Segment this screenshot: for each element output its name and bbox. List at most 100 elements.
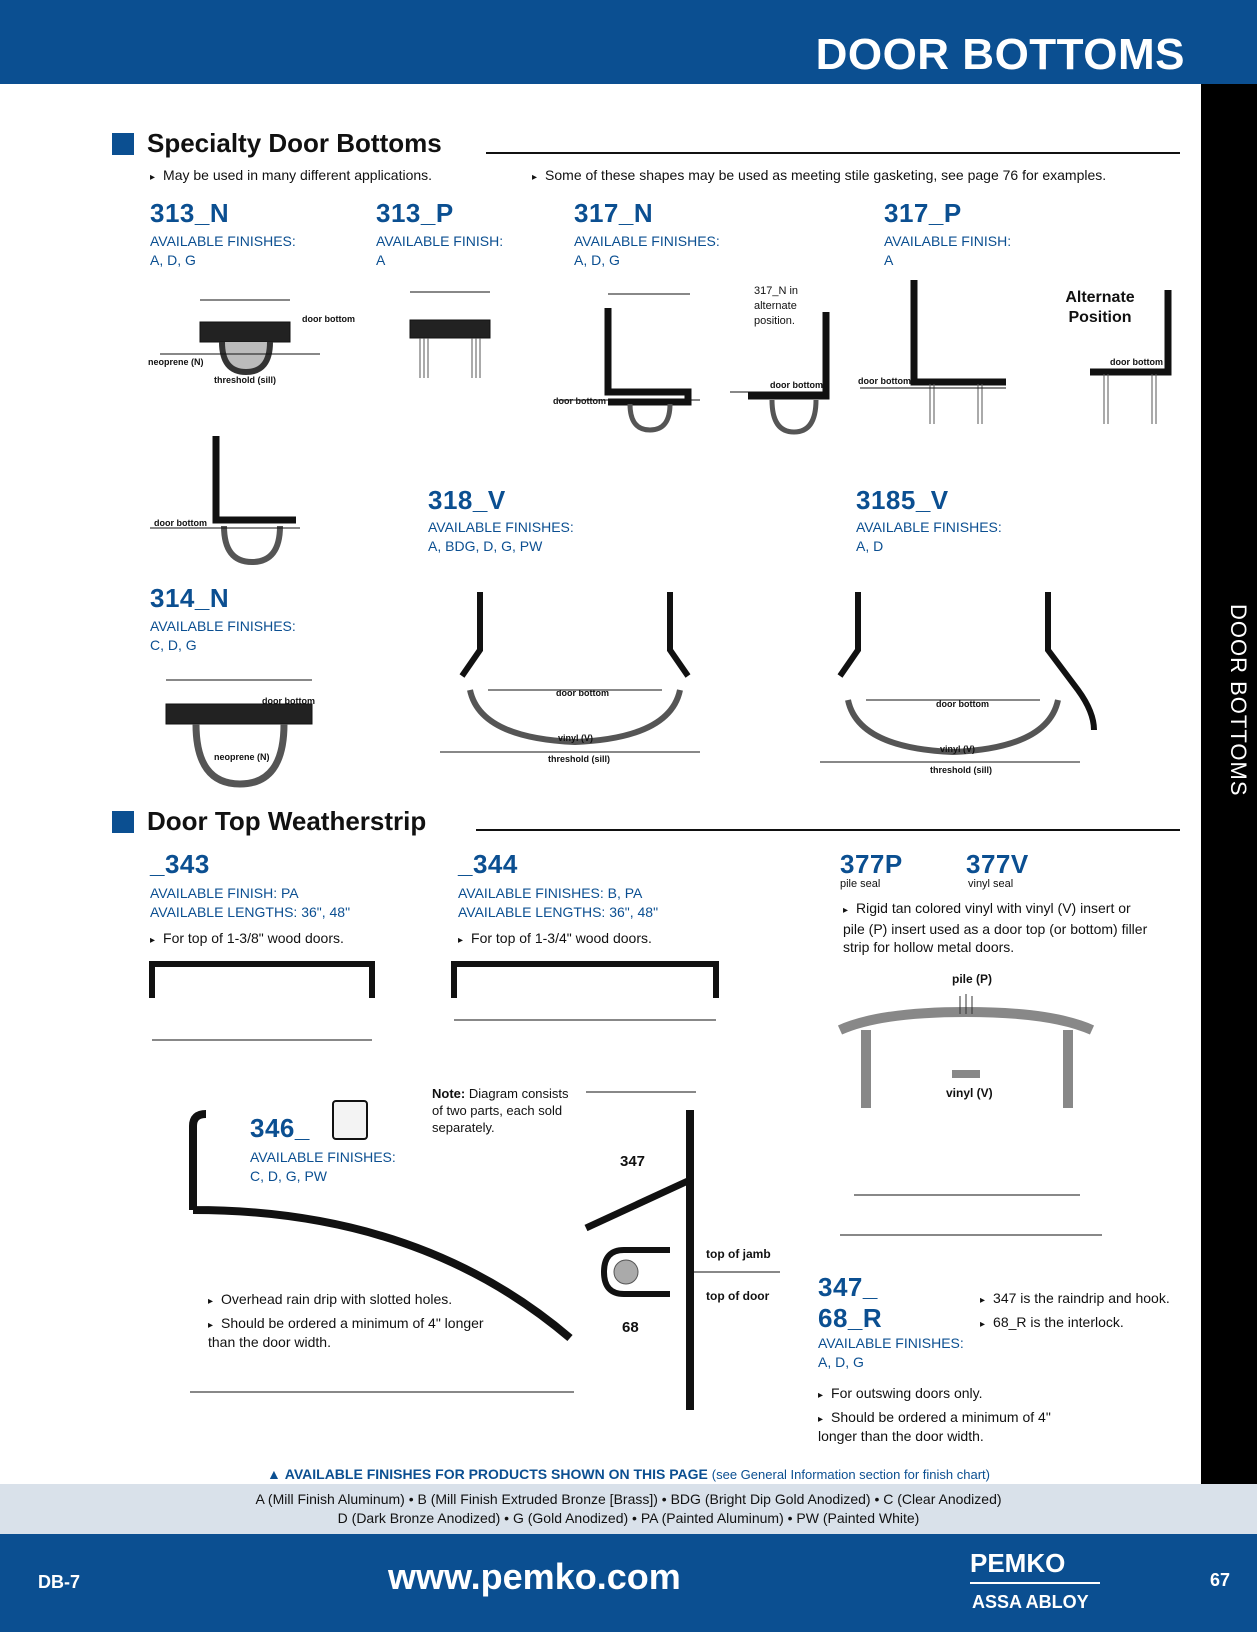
label-threshold: threshold (sill) <box>214 375 276 385</box>
bullet-item: For top of 1-3/8" wood doors. <box>150 930 344 946</box>
product-377v-name: 377V <box>966 849 1029 879</box>
product-377p-sub: pile seal <box>840 878 881 890</box>
header-bar: DOOR BOTTOMS <box>0 0 1257 84</box>
344-profile <box>451 961 719 998</box>
side-tab: DOOR BOTTOMS <box>1201 84 1257 1534</box>
377-profile <box>837 1006 1095 1035</box>
finish-values: A, D, G <box>574 252 620 268</box>
label-door-bottom: door bottom <box>154 518 207 528</box>
lengths-values: AVAILABLE LENGTHS: 36", 48" <box>458 904 659 920</box>
ada-compliant-icon <box>332 1100 368 1140</box>
page-title: DOOR BOTTOMS <box>815 30 1185 79</box>
label-347: 347 <box>620 1153 645 1170</box>
product-377p-name: 377P <box>840 849 903 879</box>
page-number: 67 <box>1210 1570 1231 1590</box>
section-marker <box>112 133 134 155</box>
finish-values: A, BDG, D, G, PW <box>428 538 543 554</box>
finish-values: A <box>884 252 894 268</box>
footer-brand: PEMKO <box>970 1548 1066 1578</box>
finish-values: A <box>376 252 386 268</box>
section-marker <box>112 811 134 833</box>
317n-alt-profile <box>748 312 830 400</box>
label-door-bottom: door bottom <box>553 396 606 406</box>
section-rule <box>476 829 1180 831</box>
bullet-item: Should be ordered a minimum of 4" longer… <box>818 1409 1058 1445</box>
318v-left <box>459 592 483 678</box>
footer-parent: ASSA ABLOY <box>972 1592 1089 1612</box>
finish-values: C, D, G <box>150 637 197 653</box>
314n-profile <box>165 703 313 725</box>
product-343-name: _343 <box>150 849 210 879</box>
label-vinyl: vinyl (V) <box>946 1086 993 1100</box>
alternate-note: 317_N in alternate position. <box>754 285 799 327</box>
label-door-bottom: door bottom <box>262 696 315 706</box>
finish-line-1: A (Mill Finish Aluminum) • B (Mill Finis… <box>255 1491 1002 1507</box>
3185v-left <box>837 592 861 678</box>
343-profile <box>149 961 375 998</box>
bullet-item: Should be ordered a minimum of 4" longer… <box>208 1315 508 1351</box>
finish-bar-note: (see General Information section for fin… <box>711 1467 990 1482</box>
product-317n-name: 317_N <box>574 198 654 228</box>
label-door-bottom: door bottom <box>556 688 609 698</box>
footer-url[interactable]: www.pemko.com <box>388 1556 681 1597</box>
section-rule <box>486 152 1180 154</box>
317n-profile <box>604 308 692 406</box>
label-pile: pile (P) <box>952 972 992 986</box>
label-threshold: threshold (sill) <box>930 765 992 775</box>
diagram-note: Note: Diagram consists of two parts, eac… <box>432 1085 582 1136</box>
product-313n-name: 313_N <box>150 198 230 228</box>
product-377v-sub: vinyl seal <box>968 878 1014 890</box>
finish-bar-title-row: ▲ AVAILABLE FINISHES FOR PRODUCTS SHOWN … <box>267 1466 990 1482</box>
68-interlock <box>613 1259 639 1285</box>
footer-rule <box>970 1582 1100 1584</box>
side-tab-label: DOOR BOTTOMS <box>1226 604 1251 797</box>
bullet-item: Overhead rain drip with slotted holes. <box>208 1291 508 1307</box>
product-347-name: 347_ <box>818 1272 878 1302</box>
product-313p-name: 313_P <box>376 198 454 228</box>
bullet-item: May be used in many different applicatio… <box>150 167 432 183</box>
product-344-name: _344 <box>458 849 518 879</box>
product-314n-name: 314_N <box>150 583 230 613</box>
finish-label: AVAILABLE FINISHES: <box>428 519 574 535</box>
finish-label: AVAILABLE FINISH: <box>884 233 1012 249</box>
finish-values: A, D, G <box>818 1354 864 1370</box>
label-door-bottom: door bottom <box>936 699 989 709</box>
note-label: Note: <box>432 1086 466 1101</box>
label-neoprene: neoprene (N) <box>214 752 270 762</box>
finish-line-2: D (Dark Bronze Anodized) • G (Gold Anodi… <box>337 1510 920 1526</box>
finish-values: C, D, G, PW <box>250 1168 327 1184</box>
finish-label: AVAILABLE FINISHES: <box>818 1335 964 1351</box>
finish-label: AVAILABLE FINISH: <box>376 233 504 249</box>
bullet-item: Some of these shapes may be used as meet… <box>532 167 1106 183</box>
note-text: Diagram consists of two parts, each sold… <box>432 1086 569 1135</box>
finish-values: AVAILABLE FINISHES: B, PA <box>458 885 643 901</box>
label-top-door: top of door <box>706 1289 770 1303</box>
317p-profile <box>910 280 1006 386</box>
finish-values: A, D <box>856 538 884 554</box>
section-title-weatherstrip: Door Top Weatherstrip <box>147 806 427 836</box>
finish-label: AVAILABLE FINISHES: <box>250 1149 396 1165</box>
label-door-bottom: door bottom <box>1110 357 1163 367</box>
346-profile <box>189 1110 573 1342</box>
313n-profile <box>199 321 291 343</box>
finish-values: AVAILABLE FINISH: PA <box>150 885 299 901</box>
product-3185v-name: 3185_V <box>856 485 949 515</box>
label-door-bottom: door bottom <box>858 376 911 386</box>
bullet-item: Rigid tan colored vinyl with vinyl (V) i… <box>843 899 1153 956</box>
bullet-item: 347 is the raindrip and hook. <box>980 1290 1170 1306</box>
3185v-right <box>1045 592 1097 731</box>
section-title-specialty: Specialty Door Bottoms <box>147 128 442 158</box>
finish-label: AVAILABLE FINISHES: <box>856 519 1002 535</box>
313n-seal <box>219 341 273 376</box>
label-threshold: threshold (sill) <box>548 754 610 764</box>
bullet-item: For top of 1-3/4" wood doors. <box>458 930 652 946</box>
footer-code: DB-7 <box>38 1572 81 1592</box>
label-vinyl: vinyl (V) <box>558 733 593 743</box>
finish-bar-title: AVAILABLE FINISHES FOR PRODUCTS SHOWN ON… <box>284 1466 708 1482</box>
label-door-bottom: door bottom <box>770 380 823 390</box>
alternate-position-label: Alternate Position <box>1065 289 1135 326</box>
317p-alt-profile <box>1090 290 1172 376</box>
bullet-item: For outswing doors only. <box>818 1385 982 1401</box>
finish-values: A, D, G <box>150 252 196 268</box>
footer-bar: DB-7 www.pemko.com PEMKO ASSA ABLOY 67 <box>0 1534 1257 1632</box>
